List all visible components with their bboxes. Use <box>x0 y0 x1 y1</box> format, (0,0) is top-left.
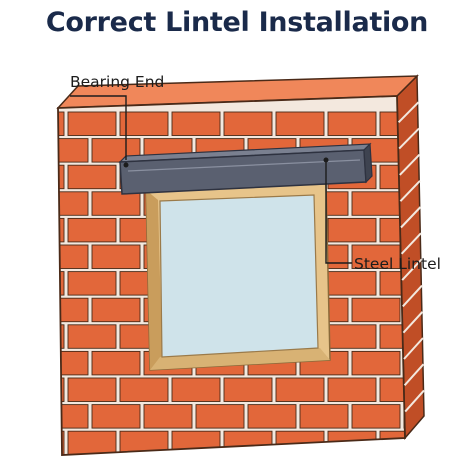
window-reveal <box>146 190 162 370</box>
brick <box>275 111 325 136</box>
brick <box>67 217 117 243</box>
brick <box>223 111 273 136</box>
brick <box>171 111 221 136</box>
brick <box>58 430 65 455</box>
steel-lintel-leader <box>325 162 352 264</box>
wall-outline <box>57 95 406 456</box>
brick <box>351 350 401 376</box>
brick <box>58 191 89 216</box>
brick <box>327 324 377 349</box>
brick <box>58 217 65 243</box>
brick <box>58 244 89 269</box>
side-mortar-joint <box>400 232 422 255</box>
brick <box>327 271 377 296</box>
page-title: Correct Lintel Installation <box>45 7 429 38</box>
brick <box>67 271 117 296</box>
brick <box>58 377 65 402</box>
brick <box>58 111 65 136</box>
brick <box>171 377 221 402</box>
brick <box>58 138 89 163</box>
side-mortar-joint <box>399 180 421 202</box>
brick <box>119 111 169 136</box>
brick <box>91 297 141 323</box>
brick <box>223 377 273 402</box>
brick <box>327 377 377 402</box>
brick <box>91 404 141 429</box>
brick <box>67 377 117 402</box>
brick <box>119 377 169 402</box>
brick <box>67 111 117 136</box>
side-mortar-joint <box>402 284 423 308</box>
side-mortar-joint <box>403 363 425 386</box>
brick <box>275 377 325 402</box>
brick <box>327 111 377 136</box>
wall-side-joints <box>397 101 425 413</box>
brick <box>58 324 65 349</box>
brick <box>299 404 349 429</box>
window-glass <box>159 194 319 358</box>
side-mortar-joint <box>404 389 425 413</box>
brick <box>91 244 141 269</box>
brick <box>91 191 141 216</box>
side-mortar-joint <box>397 101 420 124</box>
brick <box>67 324 117 349</box>
side-mortar-joint <box>398 127 420 150</box>
brick <box>58 404 89 429</box>
steel-lintel-marker <box>323 157 329 163</box>
window-sill <box>150 348 330 370</box>
brick <box>171 430 221 455</box>
side-mortar-joint <box>400 206 422 229</box>
bearing-end-leader <box>70 95 127 160</box>
brick <box>58 271 65 296</box>
side-mortar-joint <box>401 258 423 281</box>
brick <box>351 191 401 216</box>
brick <box>247 404 297 429</box>
brick <box>91 350 141 376</box>
brick <box>327 430 377 455</box>
steel-lintel-end <box>363 142 373 184</box>
side-mortar-joint <box>402 311 424 334</box>
steel-lintel-label: Steel Lintel <box>354 255 441 273</box>
bearing-end-marker <box>123 162 129 168</box>
steel-lintel-flange-line <box>127 159 361 172</box>
brick <box>58 297 89 323</box>
brick <box>223 430 273 455</box>
brick <box>67 164 117 190</box>
side-mortar-joint <box>403 337 424 360</box>
brick <box>351 297 401 323</box>
brick <box>67 430 117 455</box>
brick <box>143 404 193 429</box>
brick <box>58 350 89 376</box>
brick <box>379 430 405 455</box>
bearing-end-label: Bearing End <box>70 73 165 91</box>
brick <box>58 164 65 190</box>
brick <box>195 404 245 429</box>
brick <box>351 404 401 429</box>
brick <box>327 217 377 243</box>
side-mortar-joint <box>399 153 421 176</box>
